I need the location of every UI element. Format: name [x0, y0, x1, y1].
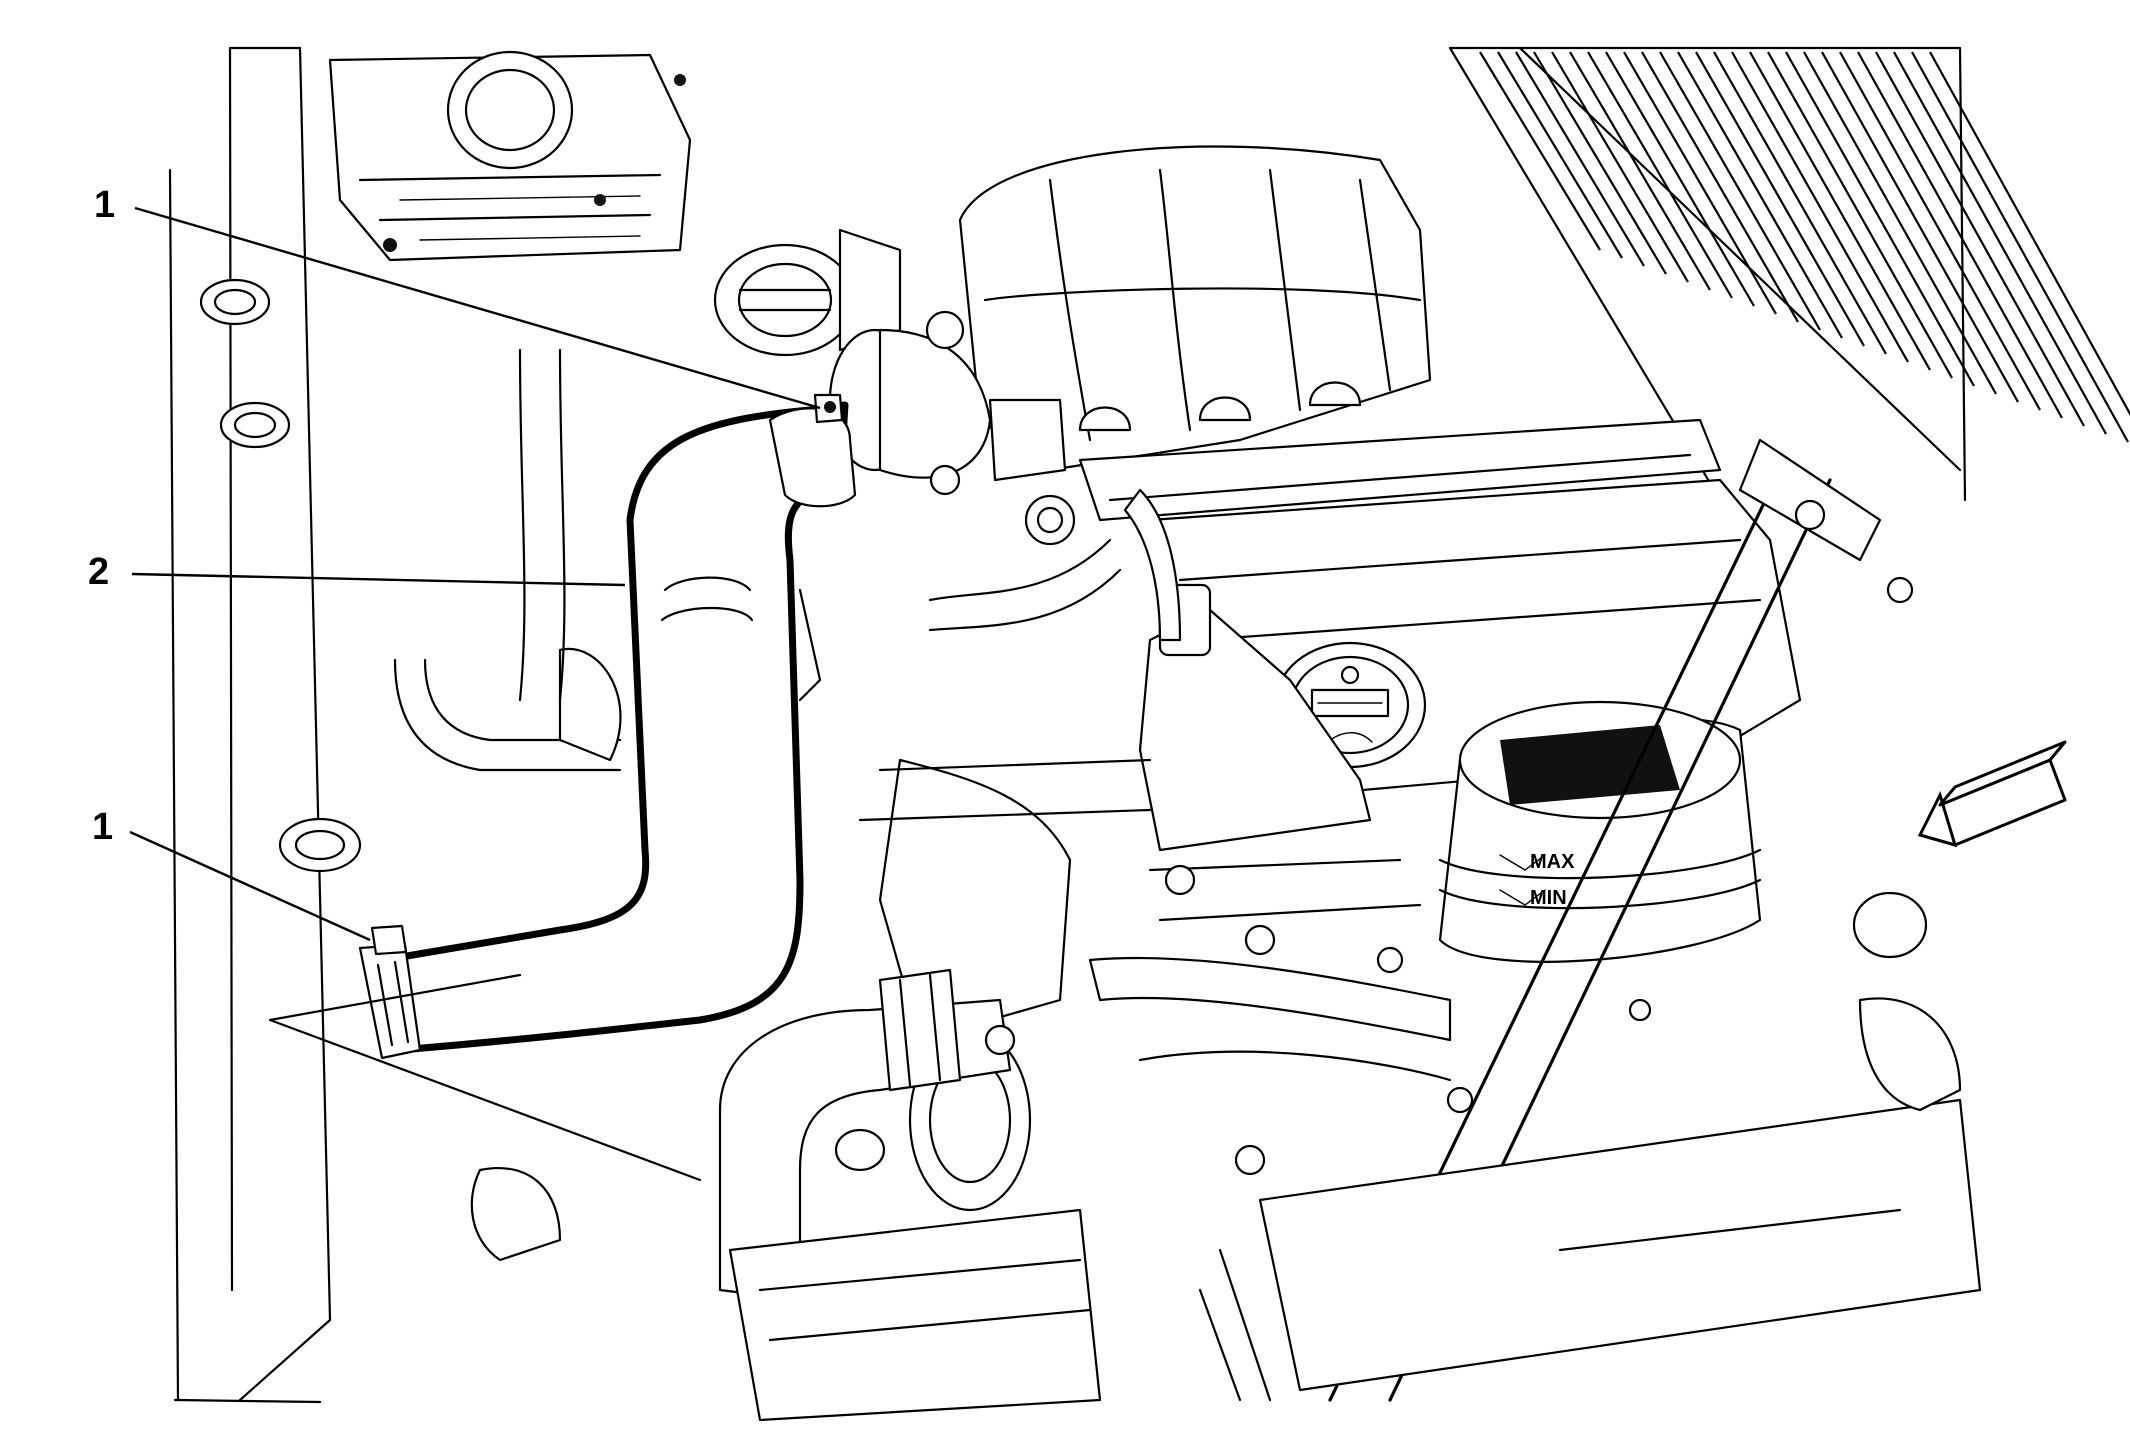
grille-fin	[1587, 51, 1733, 299]
front-lower-components	[470, 891, 1982, 1422]
leader-1-lower	[129, 830, 371, 942]
grille-fin	[1839, 51, 2041, 411]
min-mark: MIN	[1530, 887, 1567, 909]
fuel-rail	[1078, 418, 1722, 522]
callout-2-radiator-hose: 2	[88, 551, 110, 593]
brake-fluid-reservoir: MAX MIN	[1438, 700, 1762, 963]
grille-fin	[1659, 51, 1821, 331]
max-mark: MAX	[1530, 851, 1575, 873]
lower-radiator-hose	[718, 968, 1012, 1302]
view-wedge-lines	[268, 588, 822, 1182]
grille-fin	[1767, 51, 1953, 379]
left-fender	[168, 46, 362, 1404]
grille-fin	[1875, 51, 2085, 427]
heater-hoses	[928, 488, 1452, 1082]
grille-fin	[1479, 51, 1601, 251]
water-pump-pulley	[834, 758, 1072, 1212]
grille-fin	[1749, 51, 1931, 371]
throttle-body	[828, 310, 1076, 546]
intake-manifold	[958, 145, 1432, 472]
grille-fin	[1605, 51, 1755, 307]
grille-fin	[1731, 51, 1909, 363]
leader-2	[131, 572, 626, 587]
view-direction-arrow-icon	[1917, 740, 2067, 848]
grille-fin	[1497, 51, 1623, 259]
engine-block-details	[858, 758, 1652, 1176]
grille-fin	[1533, 51, 1667, 275]
radiator-grille	[1448, 46, 2130, 602]
grille-fin	[1677, 51, 1843, 339]
grille-fin	[1857, 51, 2063, 419]
coolant-bypass-hoses	[393, 348, 622, 772]
grille-fin	[1929, 51, 2130, 417]
grille-fin	[1821, 51, 2019, 403]
generator	[713, 228, 902, 357]
grille-fin	[1551, 51, 1689, 283]
grille-fin	[1515, 51, 1645, 267]
grille-fin	[1569, 51, 1711, 291]
grille-fin	[1695, 51, 1865, 347]
callout-1-lower-clamp: 1	[92, 806, 114, 848]
grille-fin	[1623, 51, 1777, 315]
grille-fin	[1893, 51, 2107, 435]
upper-radiator-hose	[358, 393, 857, 1060]
grille-fin	[1785, 51, 1975, 387]
grille-fin	[1713, 51, 1887, 355]
callout-1-upper-clamp: 1	[94, 184, 116, 226]
grille-fin	[1911, 51, 2129, 443]
grille-fin	[1641, 51, 1799, 323]
callout-leaders	[129, 206, 821, 942]
air-cleaner-assembly	[328, 50, 692, 262]
grille-fin	[1803, 51, 1997, 395]
leader-1-upper	[134, 206, 821, 410]
